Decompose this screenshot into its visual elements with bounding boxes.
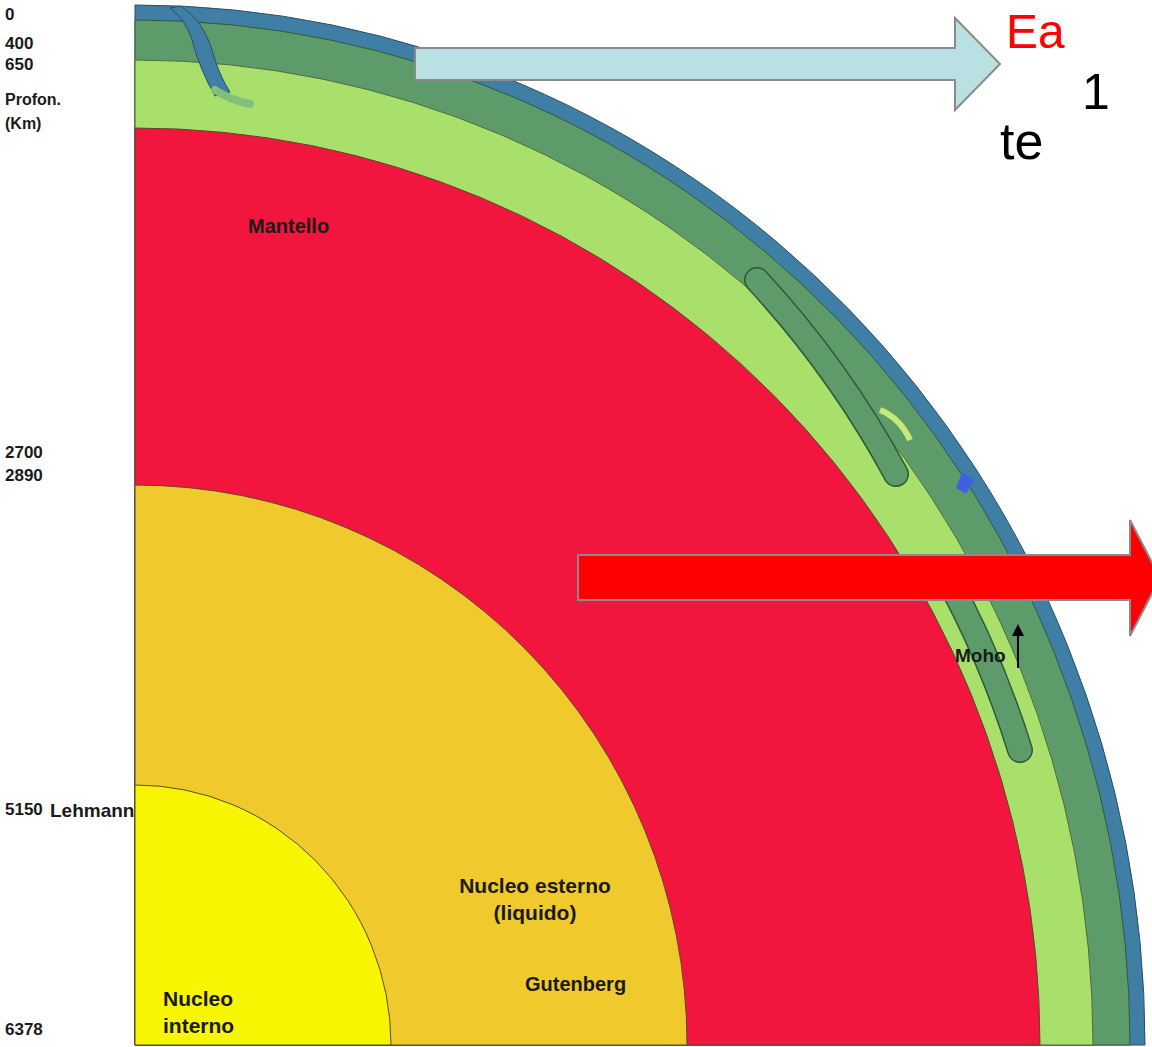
boundary-name: Lehmann [50, 800, 132, 822]
depth-value: 2700 [5, 443, 43, 463]
cropped-text: Ea [1006, 4, 1065, 59]
cropped-text: te [1000, 112, 1043, 172]
boundary-name: Gutenberg [525, 973, 626, 996]
transition-zone-band [135, 60, 1093, 1045]
layer-name: Nucleo esterno (liquido) [440, 872, 630, 927]
boundary-name: Moho [955, 645, 1006, 667]
depth-value: 5150 [5, 800, 43, 820]
earth-layer: Nucleo interno [135, 785, 391, 1045]
depth-value: 6378 [5, 1020, 43, 1040]
subducting-plate [170, 6, 230, 96]
layer-fill [135, 785, 391, 1045]
depth-value: 0 [5, 5, 14, 25]
slab-tip [215, 90, 250, 104]
layer-name: Nucleo interno [163, 985, 263, 1040]
pointer-arrow [578, 520, 1152, 636]
moho-arrowhead [1012, 624, 1024, 636]
depth-value: 400 [5, 34, 33, 54]
pointer-arrow [415, 18, 1000, 110]
layer-name: Mantello [248, 213, 408, 239]
plume-blur [880, 410, 910, 440]
depth-value: 2890 [5, 466, 43, 486]
depth-value: Profon. (Km) [5, 88, 73, 136]
blue-marker [956, 472, 974, 494]
moho-arrow [1017, 632, 1019, 668]
depth-value: 650 [5, 55, 33, 75]
cropped-text: 1 [1082, 64, 1110, 122]
lithosphere-band [135, 20, 1130, 1045]
crust-band [135, 5, 1145, 1045]
